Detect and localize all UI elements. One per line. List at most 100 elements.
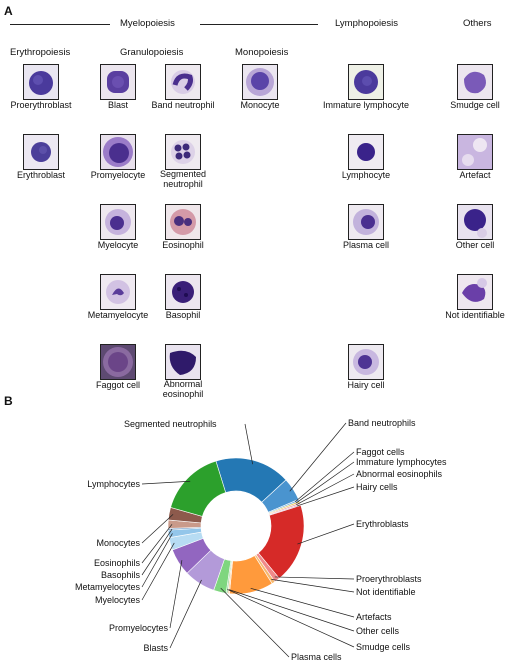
cell-metamyelocyte: Metamyelocyte bbox=[73, 274, 163, 330]
leader-blasts bbox=[169, 579, 202, 649]
cell-band-neutrophil: Band neutrophil bbox=[138, 64, 228, 120]
label-immature-lymphocytes: Immature lymphocytes bbox=[356, 457, 447, 467]
leader-erythroblasts bbox=[297, 523, 355, 545]
myelopoiesis-header: Myelopoiesis bbox=[120, 18, 175, 29]
myelopoiesis-rule-right bbox=[200, 24, 318, 25]
proerythroblast-label: Proerythroblast bbox=[10, 100, 72, 110]
label-metamyelocytes: Metamyelocytes bbox=[75, 582, 141, 592]
donut-labels: Segmented neutrophils Band neutrophilsFag… bbox=[75, 418, 447, 662]
faggot-cell-image bbox=[100, 344, 136, 380]
abnormal-eosinophil-label-line1: Abnormal bbox=[163, 379, 203, 389]
basophil-label: Basophil bbox=[165, 310, 201, 320]
leader-promyelocytes bbox=[169, 560, 183, 629]
label-band-neutrophils: Band neutrophils bbox=[348, 418, 416, 428]
cell-hairy: Hairy cell bbox=[321, 344, 411, 400]
label-other-cells: Other cells bbox=[356, 626, 400, 636]
leader-band-neutrophils bbox=[289, 422, 347, 492]
segmented-neutrophil-label-line2: neutrophil bbox=[163, 179, 203, 189]
cell-erythroblast: Erythroblast bbox=[0, 134, 86, 190]
artefact-image bbox=[457, 134, 493, 170]
band-neutrophil-label: Band neutrophil bbox=[151, 100, 215, 110]
basophil-image bbox=[165, 274, 201, 310]
leader-proerythroblasts bbox=[274, 576, 355, 580]
segmented-neutrophil-label-line1: Segmented bbox=[159, 169, 207, 179]
artefact-label: Artefact bbox=[459, 170, 491, 180]
monopoiesis-header: Monopoiesis bbox=[235, 47, 289, 58]
leader-segmented-neutrophils bbox=[244, 423, 253, 465]
erythroblast-label: Erythroblast bbox=[16, 170, 66, 180]
lymphocyte-image bbox=[348, 134, 384, 170]
label-eosinophils: Eosinophils bbox=[94, 558, 141, 568]
myelopoiesis-rule-left bbox=[10, 24, 110, 25]
not-identifiable-label: Not identifiable bbox=[445, 310, 505, 320]
label-blasts: Blasts bbox=[143, 643, 168, 653]
leader-monocytes bbox=[141, 514, 174, 544]
hairy-cell-image bbox=[348, 344, 384, 380]
erythropoiesis-header: Erythropoiesis bbox=[10, 47, 71, 58]
label-abnormal-eosinophils: Abnormal eosinophils bbox=[356, 469, 443, 479]
plasma-cell-image bbox=[348, 204, 384, 240]
band-neutrophil-image bbox=[165, 64, 201, 100]
erythroblast-image bbox=[23, 134, 59, 170]
leader-basophils bbox=[141, 528, 173, 576]
donut-chart-svg: Segmented neutrophils Band neutrophilsFag… bbox=[75, 418, 447, 662]
label-artefacts: Artefacts bbox=[356, 612, 392, 622]
cell-eosinophil: Eosinophil bbox=[138, 204, 228, 260]
hairy-cell-label: Hairy cell bbox=[347, 380, 385, 390]
label-segmented-neutrophils: Segmented neutrophils bbox=[124, 419, 217, 429]
smudge-cell-image bbox=[457, 64, 493, 100]
myelocyte-label: Myelocyte bbox=[97, 240, 139, 250]
other-cell-label: Other cell bbox=[455, 240, 495, 250]
abnormal-eosinophil-label-line2: eosinophil bbox=[162, 389, 204, 399]
label-erythroblasts: Erythroblasts bbox=[356, 519, 409, 529]
granulopoiesis-header: Granulopoiesis bbox=[120, 47, 184, 58]
faggot-cell-label: Faggot cell bbox=[95, 380, 141, 390]
promyelocyte-label: Promyelocyte bbox=[90, 170, 146, 180]
donut-slices bbox=[167, 457, 305, 595]
label-plasma-cells: Plasma cells bbox=[291, 652, 342, 662]
slice-lymphocytes bbox=[170, 460, 227, 517]
cell-myelocyte: Myelocyte bbox=[73, 204, 163, 260]
panel-b-letter: B bbox=[4, 394, 13, 408]
cell-plasma: Plasma cell bbox=[321, 204, 411, 260]
label-smudge-cells: Smudge cells bbox=[356, 642, 411, 652]
eosinophil-image bbox=[165, 204, 201, 240]
metamyelocyte-label: Metamyelocyte bbox=[87, 310, 149, 320]
label-monocytes: Monocytes bbox=[96, 538, 140, 548]
smudge-cell-label: Smudge cell bbox=[450, 100, 500, 110]
cell-promyelocyte: Promyelocyte bbox=[73, 134, 163, 190]
label-myelocytes: Myelocytes bbox=[95, 595, 141, 605]
leader-not-identifiable bbox=[271, 579, 355, 593]
label-hairy-cells: Hairy cells bbox=[356, 482, 398, 492]
label-basophils: Basophils bbox=[101, 570, 141, 580]
leader-abnormal-eosinophils bbox=[296, 473, 355, 506]
cell-immature-lymphocyte: Immature lymphocyte bbox=[321, 64, 411, 120]
monocyte-image bbox=[242, 64, 278, 100]
monocyte-label: Monocyte bbox=[240, 100, 280, 110]
eosinophil-label: Eosinophil bbox=[162, 240, 204, 250]
cell-other: Other cell bbox=[430, 204, 520, 260]
others-header: Others bbox=[463, 18, 492, 29]
leader-myelocytes bbox=[141, 542, 175, 601]
leader-metamyelocytes bbox=[141, 533, 173, 588]
leader-faggot-cells bbox=[294, 451, 355, 502]
cell-blast: Blast bbox=[73, 64, 163, 120]
proerythroblast-image bbox=[23, 64, 59, 100]
lymphocyte-label: Lymphocyte bbox=[341, 170, 391, 180]
panel-a-letter: A bbox=[4, 4, 13, 18]
not-identifiable-image bbox=[457, 274, 493, 310]
segmented-neutrophil-image bbox=[165, 134, 201, 170]
leader-hairy-cells bbox=[296, 486, 355, 507]
myelocyte-image bbox=[100, 204, 136, 240]
plasma-cell-label: Plasma cell bbox=[342, 240, 389, 250]
abnormal-eosinophil-image bbox=[165, 344, 201, 380]
cell-faggot: Faggot cell bbox=[73, 344, 163, 400]
leader-other-cells bbox=[228, 589, 355, 632]
label-faggot-cells: Faggot cells bbox=[356, 447, 405, 457]
label-not-identifiable: Not identifiable bbox=[356, 587, 416, 597]
donut-leader-lines bbox=[141, 422, 355, 658]
leader-smudge-cells bbox=[227, 589, 355, 648]
